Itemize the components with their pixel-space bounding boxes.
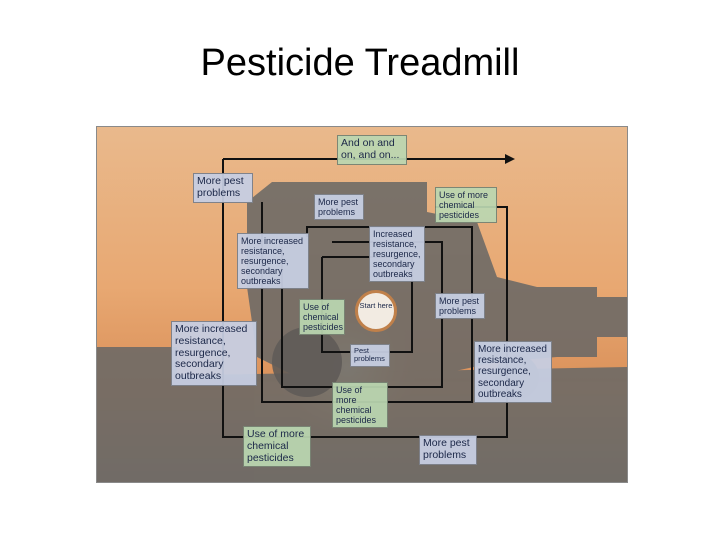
treadmill-diagram: Start here And on and on, and on... More…	[96, 126, 628, 483]
more-pest-outer-box: More pest problems	[193, 173, 253, 203]
use-more-bottom-outer-box: Use of more chemical pesticides	[243, 426, 311, 467]
more-pest-right-inner-box: More pest problems	[435, 293, 485, 319]
increased-center-box: Increased resistance, resurgence, second…	[369, 226, 425, 282]
more-pest-bottom-box: More pest problems	[419, 435, 477, 465]
increased-inner-left-box: More increased resistance, resurgence, s…	[237, 233, 309, 289]
and-on-box: And on and on, and on...	[337, 135, 407, 165]
more-pest-upper-box: More pest problems	[314, 194, 364, 220]
use-chemical-box: Use of chemical pesticides	[299, 299, 345, 335]
start-here-circle: Start here	[355, 290, 397, 332]
use-more-top-box: Use of more chemical pesticides	[435, 187, 497, 223]
pest-problems-box: Pest problems	[350, 344, 390, 367]
increased-outer-left-box: More increased resistance, resurgence, s…	[171, 321, 257, 386]
increased-outer-right-box: More increased resistance, resurgence, s…	[474, 341, 552, 403]
use-more-bottom-inner-box: Use of more chemical pesticides	[332, 382, 388, 428]
slide-title: Pesticide Treadmill	[0, 42, 720, 85]
